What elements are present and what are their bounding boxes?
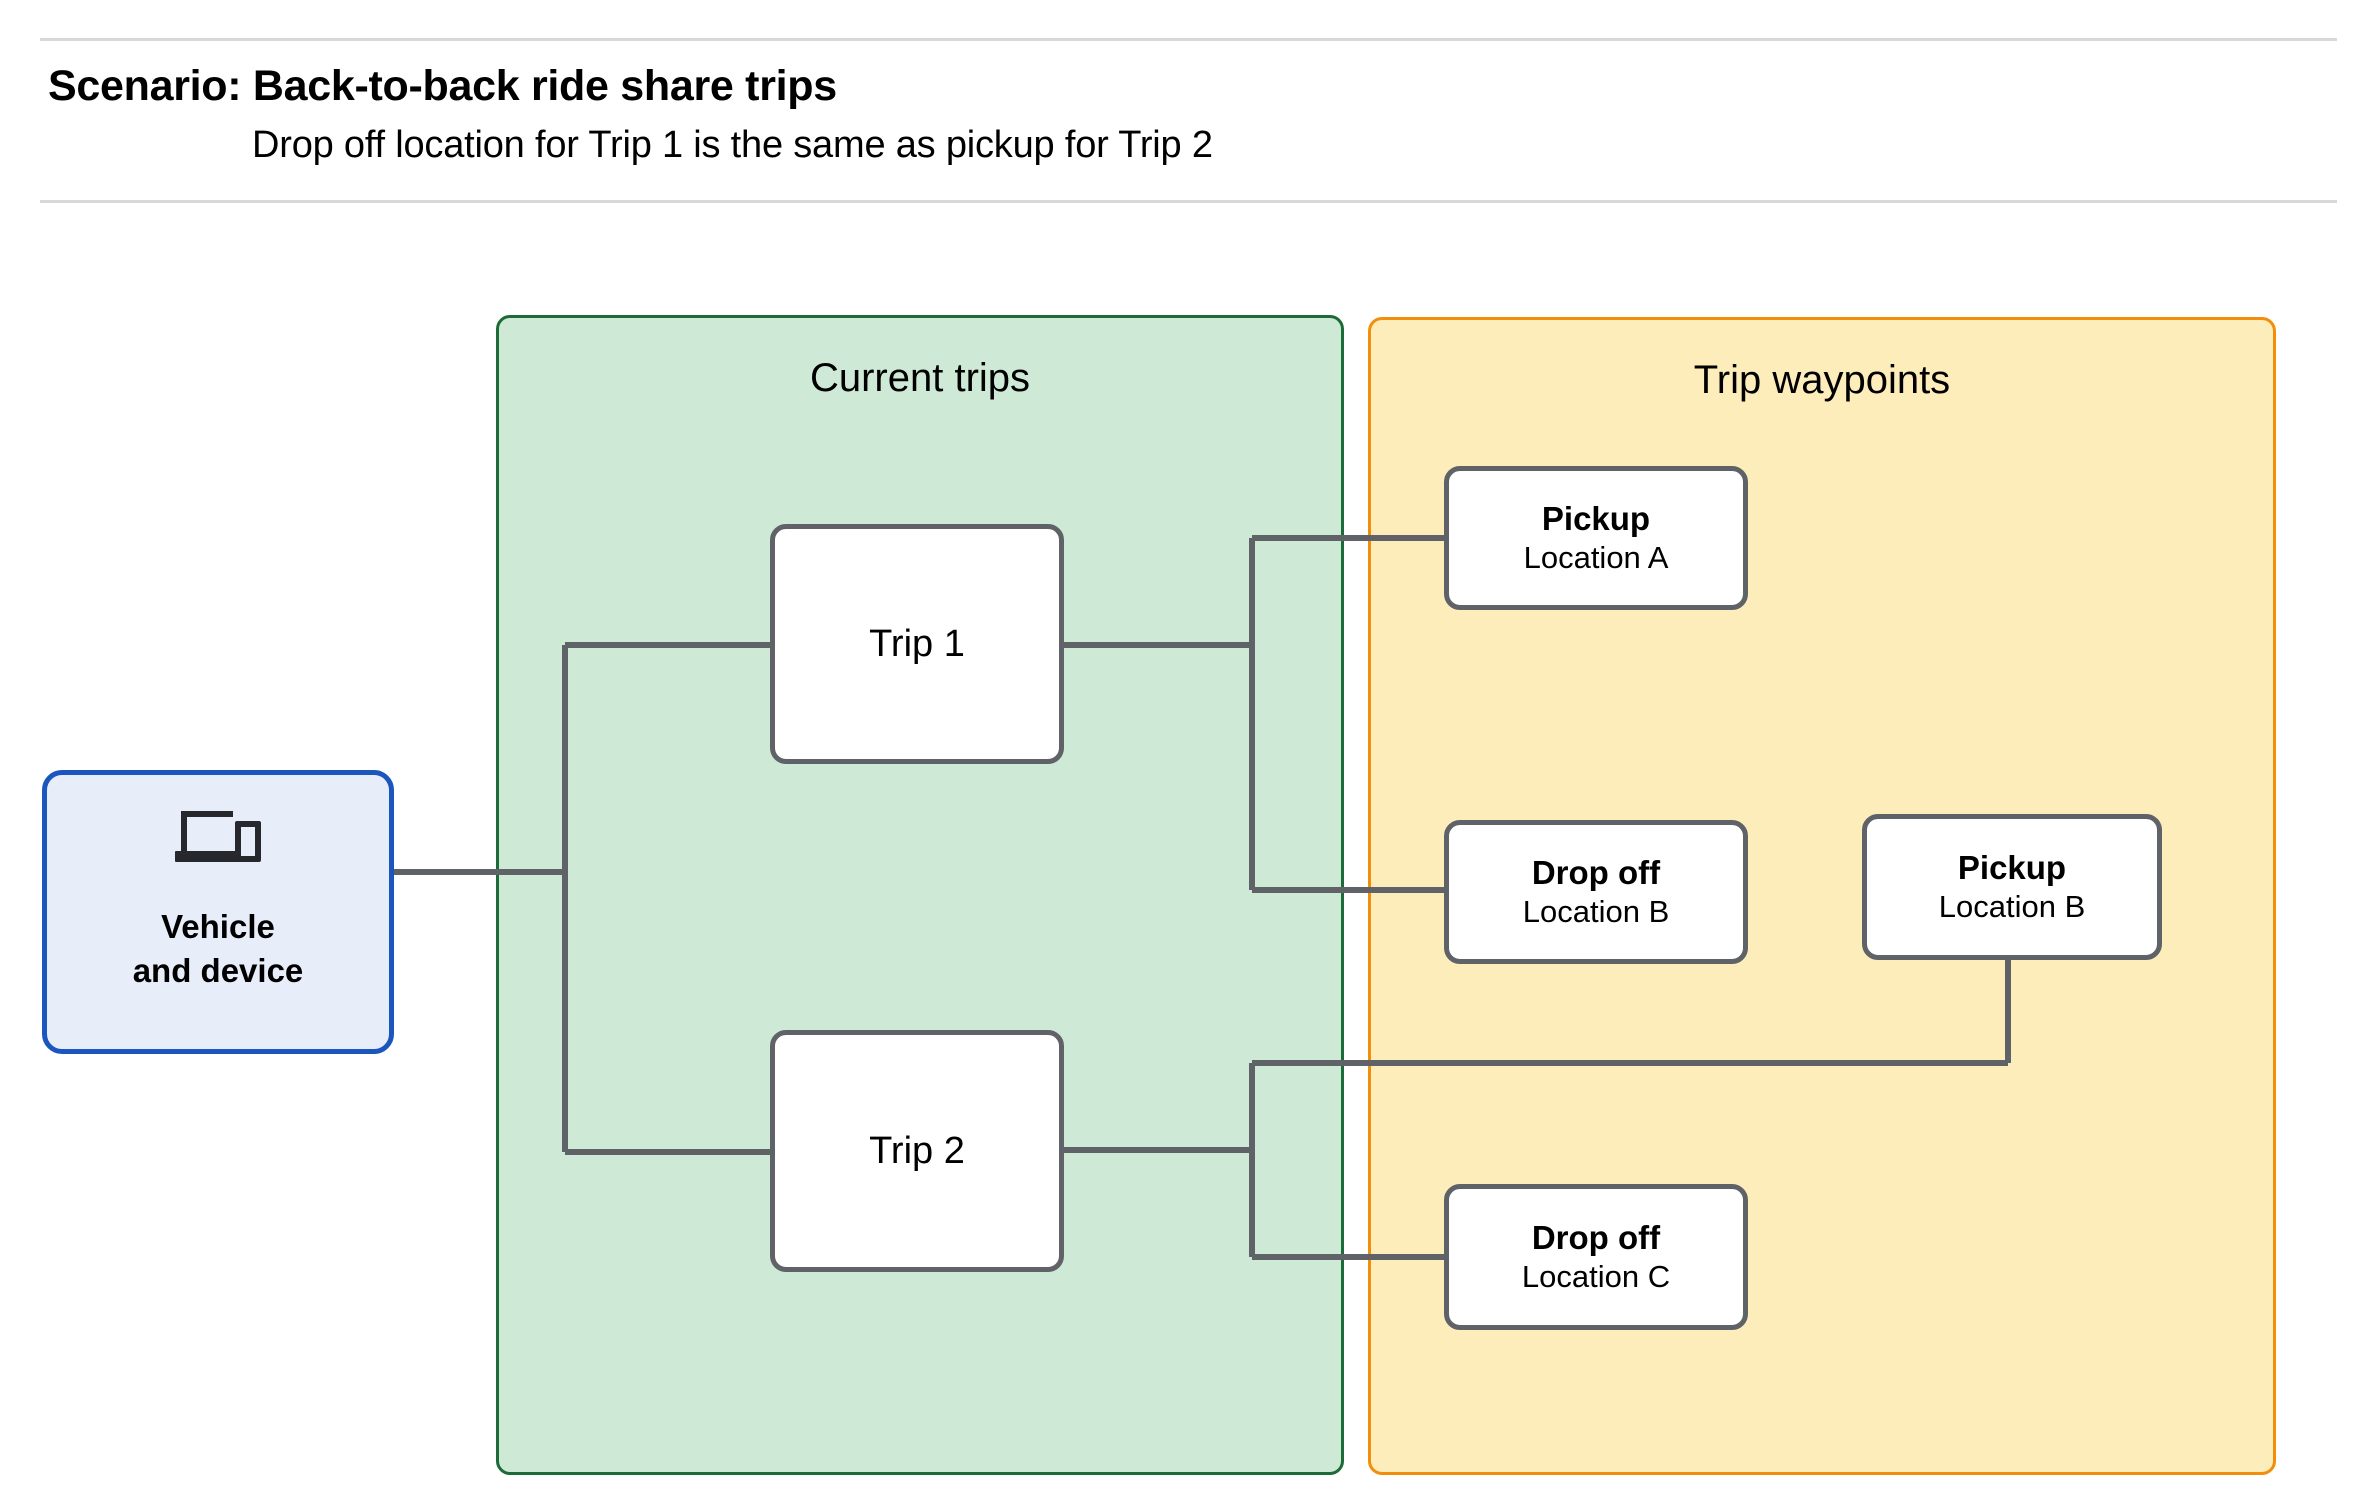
group-trip-waypoints-title: Trip waypoints: [1693, 358, 1951, 402]
devices-icon: [175, 811, 261, 862]
header-divider-bottom: [40, 200, 2337, 203]
node-trip-1[interactable]: Trip 1: [770, 524, 1064, 764]
waypoint-dropoff-c-location: Location C: [1521, 1259, 1671, 1295]
page-subtitle: Drop off location for Trip 1 is the same…: [252, 124, 1213, 166]
node-trip-2-label: Trip 2: [869, 1129, 965, 1172]
header-divider-top: [40, 38, 2337, 41]
node-trip-1-label: Trip 1: [869, 622, 965, 665]
node-trip-2[interactable]: Trip 2: [770, 1030, 1064, 1272]
group-current-trips-title: Current trips: [809, 356, 1031, 400]
waypoint-pickup-a-type: Pickup: [1541, 500, 1651, 538]
waypoint-dropoff-b-type: Drop off: [1531, 854, 1661, 892]
waypoint-pickup-a-location: Location A: [1523, 540, 1669, 576]
waypoint-dropoff-c-type: Drop off: [1531, 1219, 1661, 1257]
page-title: Scenario: Back-to-back ride share trips: [48, 62, 837, 110]
node-waypoint-dropoff-c[interactable]: Drop off Location C: [1444, 1184, 1748, 1330]
waypoint-dropoff-b-location: Location B: [1522, 894, 1670, 930]
node-waypoint-dropoff-b[interactable]: Drop off Location B: [1444, 820, 1748, 964]
node-waypoint-pickup-a[interactable]: Pickup Location A: [1444, 466, 1748, 610]
waypoint-pickup-b-location: Location B: [1938, 889, 2086, 925]
node-waypoint-pickup-b[interactable]: Pickup Location B: [1862, 814, 2162, 960]
node-vehicle-and-device[interactable]: Vehicle and device: [42, 770, 394, 1054]
waypoint-pickup-b-type: Pickup: [1957, 849, 2067, 887]
vehicle-label: Vehicle and device: [132, 908, 304, 989]
group-current-trips: Current trips: [496, 315, 1344, 1475]
